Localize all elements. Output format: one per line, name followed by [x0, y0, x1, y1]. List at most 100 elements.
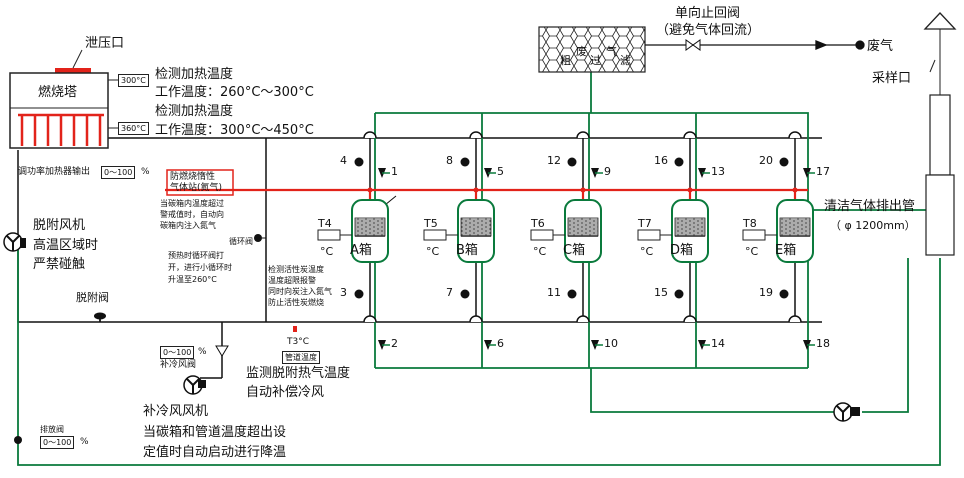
valve-num-8: 8: [446, 154, 453, 167]
valve-16[interactable]: [674, 157, 684, 167]
tank-temp-unit-4: °C: [745, 245, 759, 258]
valve-num-16: 16: [654, 154, 668, 167]
cold-air-fan-icon[interactable]: [183, 375, 206, 395]
pipe-crossover-bottom-2: [576, 315, 590, 323]
vent-valve-icon[interactable]: [14, 436, 22, 444]
tank-temp-label-1: T5: [424, 217, 438, 230]
tank-name-0: A箱: [350, 243, 372, 258]
tank-temp-unit-2: °C: [533, 245, 547, 258]
nitrogen-note-line3: 碳箱内注入氮气: [160, 221, 216, 230]
cold-fan-line3: 定值时自动启动进行降温: [143, 445, 287, 460]
detect-note-line2: 温度超限报警: [268, 276, 316, 285]
valve-num-13: 13: [711, 165, 725, 178]
circulation-valve-icon[interactable]: [254, 234, 266, 242]
vent-valve-unit: %: [80, 437, 89, 447]
burner-note1-line1: 检测加热温度: [155, 67, 234, 82]
chimney: [923, 12, 957, 256]
monitor-note-line1: 监测脱附热气温度: [246, 366, 351, 381]
nitrogen-note-line2: 警戒值时，自动向: [160, 210, 224, 219]
filter-label-4: 气: [606, 45, 617, 58]
tank-temp-label-2: T6: [531, 217, 545, 230]
detect-note-line4: 防止活性炭燃烧: [268, 298, 324, 307]
heater-power-label: 调功率加热器输出: [18, 167, 91, 177]
valve-num-19: 19: [759, 286, 773, 299]
clean-gas-label: 清洁气体排出管: [824, 199, 916, 214]
desorb-fan-line1: 脱附风机: [33, 218, 86, 233]
valve-3[interactable]: [354, 289, 364, 299]
nitrogen-pipe: [165, 188, 808, 200]
exhaust-fan-icon[interactable]: [833, 402, 860, 422]
valve-num-9: 9: [604, 165, 611, 178]
tank-temp-sensor-0: [317, 229, 341, 241]
desorb-fan-line2: 高温区域时: [33, 238, 99, 253]
valve-11[interactable]: [567, 289, 577, 299]
waste-gas-label: 废气: [867, 39, 894, 54]
nitrogen-note-line1: 当碳箱内温度超过: [160, 199, 224, 208]
valve-19[interactable]: [779, 289, 789, 299]
detect-note-line1: 检测活性炭温度: [268, 265, 324, 274]
t3-label: T3°C: [287, 337, 310, 347]
valve-num-20: 20: [759, 154, 773, 167]
valve-num-4: 4: [340, 154, 347, 167]
t3-sensor-icon: [293, 326, 297, 332]
valve-num-3: 3: [340, 286, 347, 299]
tank-temp-label-0: T4: [318, 217, 332, 230]
tank-temp-sensor-3: [637, 229, 661, 241]
burner-note2-line1: 检测加热温度: [155, 104, 234, 119]
valve-7[interactable]: [460, 289, 470, 299]
desorption-fan-icon[interactable]: [3, 232, 26, 252]
filter-label-1: 粗: [560, 54, 571, 67]
coarse-filter: [538, 26, 646, 73]
tank-temp-sensor-1: [423, 229, 447, 241]
valve-8[interactable]: [460, 157, 470, 167]
desorb-fan-line3: 严禁碰触: [33, 257, 86, 272]
valve-num-15: 15: [654, 286, 668, 299]
vent-valve-box[interactable]: 0～100: [40, 436, 75, 449]
valve-12[interactable]: [567, 157, 577, 167]
filter-label-5: 滤: [620, 54, 631, 67]
monitor-note-line2: 自动补偿冷风: [246, 385, 325, 400]
valve-15[interactable]: [674, 289, 684, 299]
valve-num-11: 11: [547, 286, 561, 299]
filter-label-2: 废: [576, 45, 587, 58]
tank-temp-unit-3: °C: [640, 245, 654, 258]
circ-note-line1: 预热时循环阀打: [168, 251, 224, 260]
hot-air-pipes: [17, 137, 822, 379]
valve-num-18: 18: [816, 337, 830, 350]
detect-note-line3: 同时向炭注入氮气: [268, 287, 332, 296]
tank-name-4: E箱: [775, 243, 797, 258]
valve-20[interactable]: [779, 157, 789, 167]
circ-note-line2: 开，进行小循环时: [168, 263, 232, 272]
cold-air-valve-icon[interactable]: [215, 345, 229, 357]
tank-temp-unit-0: °C: [320, 245, 334, 258]
cold-fan-line2: 当碳箱和管道温度超出设: [143, 425, 287, 440]
tank-temp-sensor-2: [530, 229, 554, 241]
pipe-crossover-bottom-4: [788, 315, 802, 323]
pipe-crossover-top-0: [363, 131, 377, 139]
carbon-bed-4: [779, 217, 811, 237]
nitrogen-station-line2: 气体站(氮气): [170, 183, 223, 193]
cold-air-valve-box[interactable]: 0～100: [160, 346, 195, 359]
burner-note2-line2: 工作温度：300°C～450°C: [155, 123, 314, 138]
vent-valve-label: 排放阀: [40, 425, 64, 434]
desorb-valve-icon[interactable]: [94, 312, 106, 323]
pipe-crossover-top-4: [788, 131, 802, 139]
pipe-crossover-bottom-1: [469, 315, 483, 323]
tank-name-1: B箱: [456, 243, 478, 258]
pipe-crossover-top-3: [683, 131, 697, 139]
valve-4[interactable]: [354, 157, 364, 167]
diameter-label: （ φ 1200mm）: [830, 219, 916, 232]
carbon-bed-0: [354, 217, 386, 237]
valve-num-10: 10: [604, 337, 618, 350]
circulation-valve-label: 循环阀: [229, 237, 253, 246]
valve-num-14: 14: [711, 337, 725, 350]
carbon-bed-2: [567, 217, 599, 237]
heater-power-box[interactable]: 0～100: [101, 166, 136, 179]
check-valve-icon[interactable]: [685, 39, 701, 51]
waste-gas-inlet: [645, 40, 865, 50]
valve-num-6: 6: [497, 337, 504, 350]
tank-name-2: C箱: [563, 243, 586, 258]
burner-tower: [9, 49, 118, 149]
pipe-crossover-bottom-0: [363, 315, 377, 323]
valve-num-2: 2: [391, 337, 398, 350]
